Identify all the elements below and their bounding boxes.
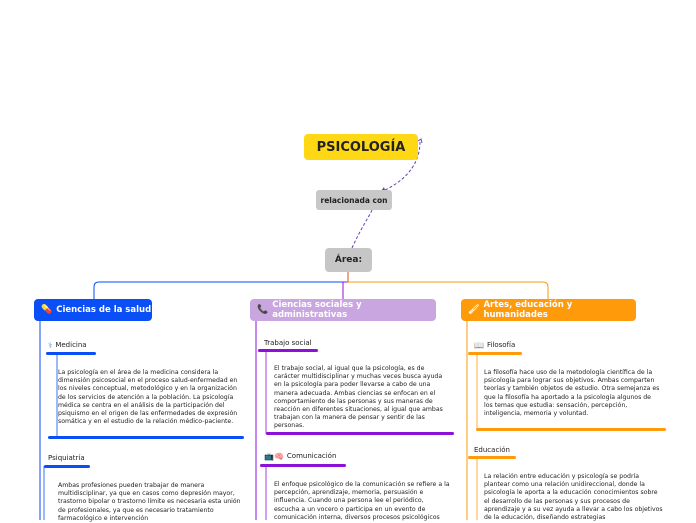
category-label: Ciencias sociales y administrativas	[272, 300, 362, 320]
subtopic-label: Comunicación	[286, 452, 337, 460]
subtopic-label: Trabajo social	[264, 339, 312, 347]
subtopic-underline	[468, 456, 516, 459]
subtopic-label: Medicina	[55, 341, 87, 349]
root-node[interactable]: PSICOLOGÍA	[304, 134, 418, 160]
relation-label: relacionada con	[320, 195, 388, 205]
area-node[interactable]: Área:	[325, 248, 372, 272]
subtopic-text: La psicología en el área de la medicina …	[58, 369, 238, 426]
subtopic-text-underline	[48, 436, 244, 439]
subtopic-educacion[interactable]: Educación	[474, 444, 510, 456]
subtopic-medicina[interactable]: ⚕ Medicina	[48, 339, 87, 351]
category-social-sciences[interactable]: 📞 Ciencias sociales y administrativas	[250, 299, 436, 321]
subtopic-filosofia[interactable]: 📖 Filosofía	[474, 339, 515, 351]
subtopic-underline	[258, 349, 318, 352]
subtopic-text-underline	[266, 432, 454, 435]
subtopic-label: Filosofía	[486, 341, 516, 349]
subtopic-text: El enfoque psicológico de la comunicació…	[274, 481, 450, 521]
book-icon: 📖	[474, 340, 484, 350]
root-label: PSICOLOGÍA	[316, 139, 406, 155]
subtopic-underline	[44, 465, 90, 468]
tv-brain-icon: 📺🧠	[264, 451, 284, 461]
subtopic-underline	[468, 352, 522, 355]
category-health-sciences[interactable]: 💊 Ciencias de la salud	[34, 299, 152, 321]
category-label: Ciencias de la salud	[56, 305, 152, 315]
subtopic-label: Psiquiatría	[48, 454, 85, 462]
subtopic-psiquiatria[interactable]: Psiquiatría	[48, 452, 85, 464]
relation-node[interactable]: relacionada con	[316, 190, 392, 210]
subtopic-text: La filosofía hace uso de la metodología …	[484, 369, 660, 418]
subtopic-text: Ambas profesiones pueden trabajar de man…	[58, 482, 241, 522]
subtopic-text: La relación entre educación y psicología…	[484, 473, 663, 522]
paintbrush-icon: 🖌	[468, 305, 480, 315]
subtopic-underline	[46, 352, 96, 355]
pill-icon: 💊	[41, 305, 53, 315]
area-label: Área:	[334, 255, 363, 265]
subtopic-comunicacion[interactable]: 📺🧠 Comunicación	[264, 450, 336, 462]
category-label: Artes, educación y humanidades	[483, 300, 573, 320]
subtopic-label: Educación	[474, 446, 510, 454]
subtopic-text: El trabajo social, al igual que la psico…	[274, 365, 443, 430]
subtopic-trabajo-social[interactable]: Trabajo social	[264, 337, 312, 349]
subtopic-text-underline	[476, 428, 666, 431]
phone-icon: 📞	[257, 305, 269, 315]
subtopic-underline	[260, 464, 346, 467]
category-arts-education[interactable]: 🖌 Artes, educación y humanidades	[461, 299, 636, 321]
stethoscope-icon: ⚕	[48, 340, 53, 350]
